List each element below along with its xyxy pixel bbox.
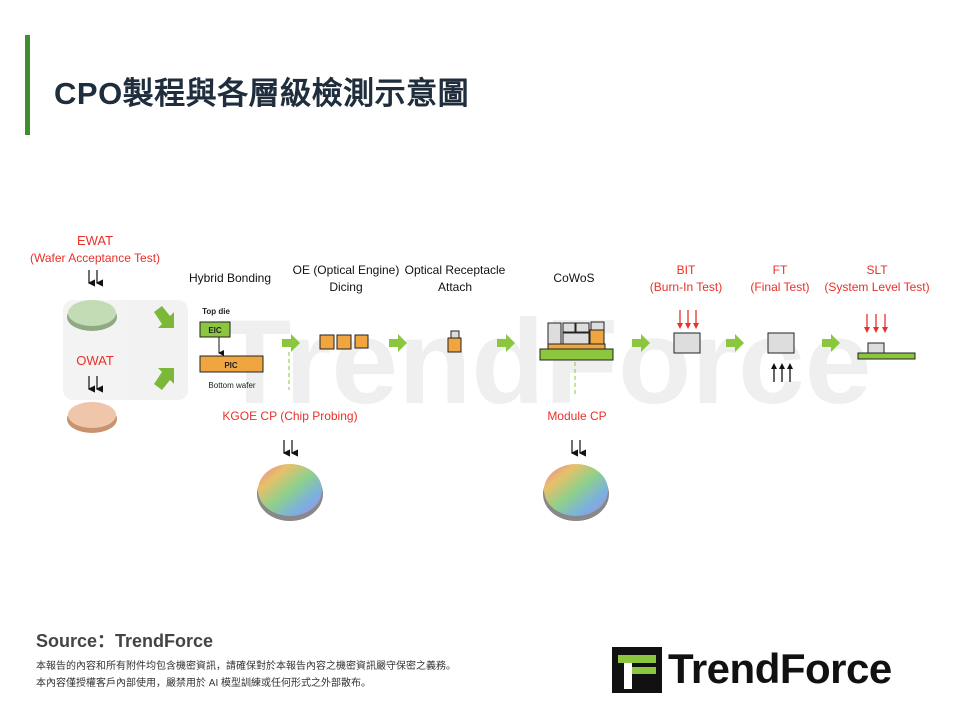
bit-device [673, 332, 701, 354]
kgoe-cp-label: KGOE CP (Chip Probing) [222, 409, 357, 423]
process-arrows [282, 334, 840, 352]
pic-label: PIC [224, 361, 238, 370]
green-arrow-down-right-icon [154, 306, 174, 328]
owat-wafer [68, 402, 116, 428]
trendforce-logo-text: TrendForce [668, 645, 892, 692]
ewat-sublabel: (Wafer Acceptance Test) [30, 251, 160, 265]
ora-label-1: Optical Receptacle [405, 263, 506, 277]
green-arrow-right-icon [726, 334, 744, 352]
ewat-label: EWAT [77, 233, 113, 248]
bottom-wafer-label: Bottom wafer [208, 381, 255, 390]
eic-die [199, 321, 231, 338]
oe-dicing-label-1: OE (Optical Engine) [293, 263, 400, 277]
watermark: TrendForce [63, 295, 872, 429]
slt-sublabel: (System Level Test) [824, 280, 929, 294]
green-arrow-right-icon [632, 334, 650, 352]
bit-label: BIT [677, 263, 696, 277]
svg-text:TrendForce: TrendForce [218, 295, 872, 429]
probe-arrows-down-icon [570, 440, 586, 457]
green-arrow-right-icon [389, 334, 407, 352]
oe-chip [447, 337, 462, 353]
probe-arrows-down-icon [87, 270, 103, 287]
red-arrows-down-icon [864, 314, 888, 333]
kgoe-wafer [258, 464, 322, 516]
green-arrow-up-right-icon [154, 368, 174, 390]
green-arrow-right-icon [822, 334, 840, 352]
page-title: CPO製程與各層級檢測示意圖 [54, 76, 470, 111]
disclaimer-line-2: 本內容僅授權客戶內部使用，嚴禁用於 AI 模型訓練或任何形式之外部散布。 [36, 678, 372, 689]
source-label: Source：TrendForce [36, 631, 214, 651]
slt-label: SLT [866, 263, 888, 277]
eic-label: EIC [208, 326, 222, 335]
pic-wafer [199, 355, 264, 373]
hybrid-bonding-label: Hybrid Bonding [189, 271, 271, 285]
black-arrows-up-icon [771, 363, 793, 382]
oe-dicing-label-2: Dicing [329, 280, 362, 294]
cowos-package [539, 321, 614, 361]
module-wafer [544, 464, 608, 516]
module-cp-label: Module CP [547, 409, 606, 423]
slt-device [867, 342, 885, 354]
ft-device [767, 332, 795, 354]
ft-label: FT [773, 263, 788, 277]
diced-oe-chips [319, 334, 369, 350]
optical-receptacle [450, 330, 460, 339]
top-die-label: Top die [202, 307, 230, 316]
owat-label: OWAT [76, 353, 114, 368]
trendforce-logo-icon [612, 647, 662, 693]
green-arrow-right-icon [497, 334, 515, 352]
red-arrows-down-icon [677, 310, 699, 329]
disclaimer-line-1: 本報告的內容和所有附件均包含機密資訊，請確保對於本報告內容之機密資訊嚴守保密之義… [36, 661, 456, 672]
probe-arrows-down-icon [282, 440, 298, 457]
title-accent-bar [25, 35, 30, 135]
ora-label-2: Attach [438, 280, 472, 294]
cpo-process-diagram: TrendForce EWAT (Wafer Acceptance Test) … [30, 233, 930, 521]
cowos-label: CoWoS [553, 271, 594, 285]
ft-sublabel: (Final Test) [750, 280, 809, 294]
bit-sublabel: (Burn-In Test) [650, 280, 722, 294]
ewat-wafer [68, 300, 116, 326]
green-arrow-right-icon [282, 334, 300, 352]
system-board [857, 352, 916, 360]
probe-arrows-down-icon [87, 376, 103, 393]
